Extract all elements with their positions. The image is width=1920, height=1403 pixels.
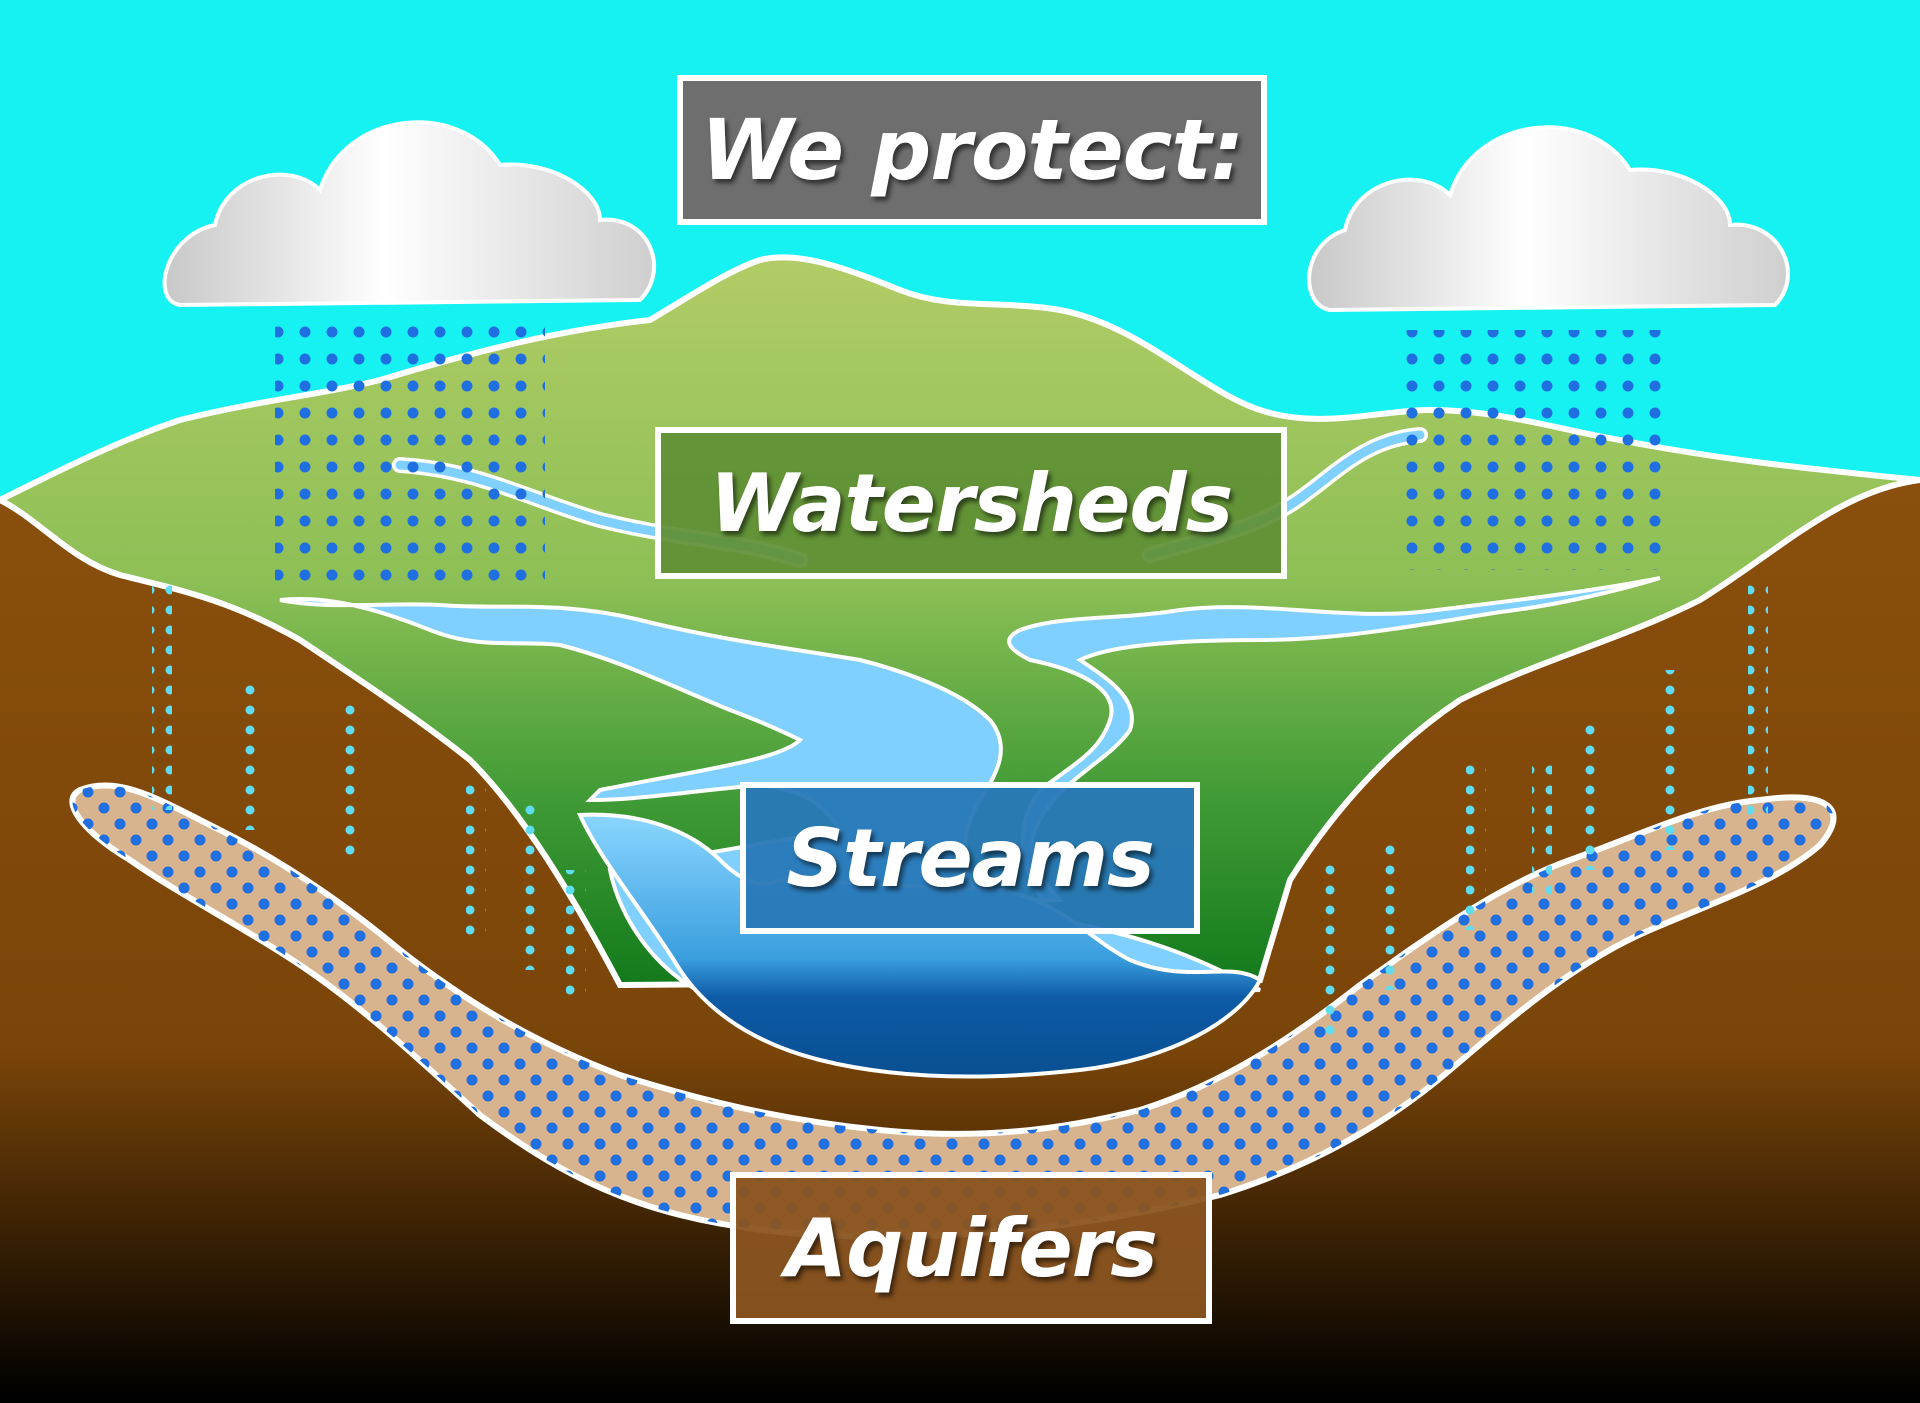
rain-left [275, 325, 545, 593]
title-box: We protect: [677, 75, 1267, 225]
seep-column [520, 800, 540, 970]
seep-column [566, 870, 586, 1000]
seep-column [340, 695, 360, 865]
seep-column [1585, 720, 1605, 870]
watersheds-label: Watersheds [655, 427, 1287, 579]
seep-column [242, 680, 262, 830]
cloud-right [1307, 125, 1790, 313]
cloud-left [162, 120, 657, 308]
seep-column [1318, 865, 1338, 1035]
seep-column [1748, 580, 1768, 820]
aquifers-label: Aquifers [730, 1172, 1212, 1324]
seep-column [152, 580, 172, 810]
rain-right [1405, 330, 1673, 570]
seep-column [1532, 758, 1552, 898]
seep-column [1376, 840, 1396, 990]
seep-column [466, 775, 486, 945]
aquifer-water-dots [72, 785, 1834, 1237]
seep-column [1660, 670, 1680, 850]
streams-label: Streams [740, 782, 1200, 934]
seep-column [1466, 760, 1486, 930]
